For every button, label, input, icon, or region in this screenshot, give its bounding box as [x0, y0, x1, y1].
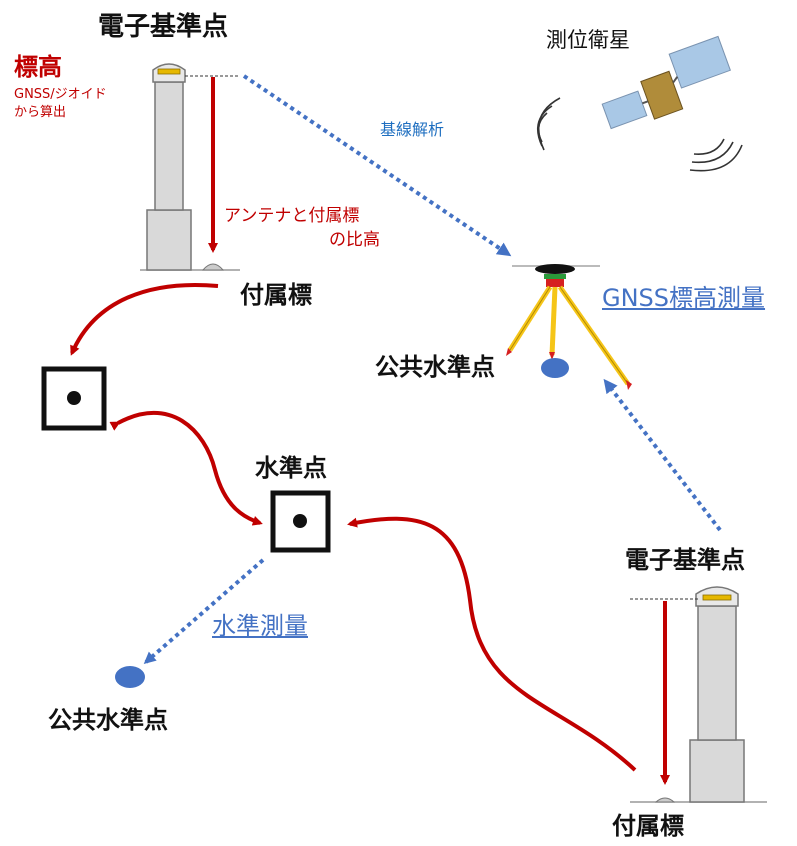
gnss-survey-arrow	[603, 378, 722, 532]
cors-bottom-label: 電子基準点	[625, 546, 745, 574]
elevation-note-line2: から算出	[14, 105, 67, 120]
cors-pillar-bottom	[630, 586, 767, 803]
satellite-label: 測位衛星	[546, 28, 630, 52]
cors-pillar-top	[140, 63, 240, 271]
antenna-diff-line1: アンテナと付属標	[224, 206, 360, 226]
leveling-label[interactable]: 水準測量	[212, 612, 308, 640]
aux-mark-bottom-icon	[654, 797, 676, 803]
public-bm-lower-point	[115, 666, 145, 688]
satellite-icon	[536, 35, 743, 172]
aux-mark-icon	[201, 263, 225, 271]
cors-top-label: 電子基準点	[98, 12, 229, 42]
aux-mark-bottom-label: 付属標	[612, 812, 684, 840]
antenna-icon	[157, 68, 181, 75]
elevation-note-line1: GNSS/ジオイド	[14, 87, 107, 102]
public-bm-upper-point	[541, 358, 569, 378]
aux-mark-top-label: 付属標	[240, 281, 312, 309]
baseline-arrow	[242, 74, 512, 257]
antenna-icon-bottom	[702, 594, 732, 601]
elevation-label: 標高	[14, 53, 62, 81]
benchmark-link-arrow	[109, 410, 263, 526]
gnss-survey-label[interactable]: GNSS標高測量	[602, 284, 766, 312]
aux-bottom-to-benchmark-arrow	[347, 516, 637, 772]
public-bm-upper-label: 公共水準点	[375, 353, 495, 381]
leveling-arrow	[143, 558, 265, 664]
antenna-diff-line2: の比高	[329, 230, 380, 250]
benchmark-center-icon	[270, 490, 331, 553]
benchmark-label: 水準点	[255, 454, 327, 482]
benchmark-left-icon	[41, 366, 107, 431]
baseline-label: 基線解析	[380, 120, 445, 139]
public-bm-lower-label: 公共水準点	[48, 706, 168, 734]
aux-to-benchmark-arrow	[70, 283, 219, 356]
tripod-icon	[506, 264, 632, 390]
